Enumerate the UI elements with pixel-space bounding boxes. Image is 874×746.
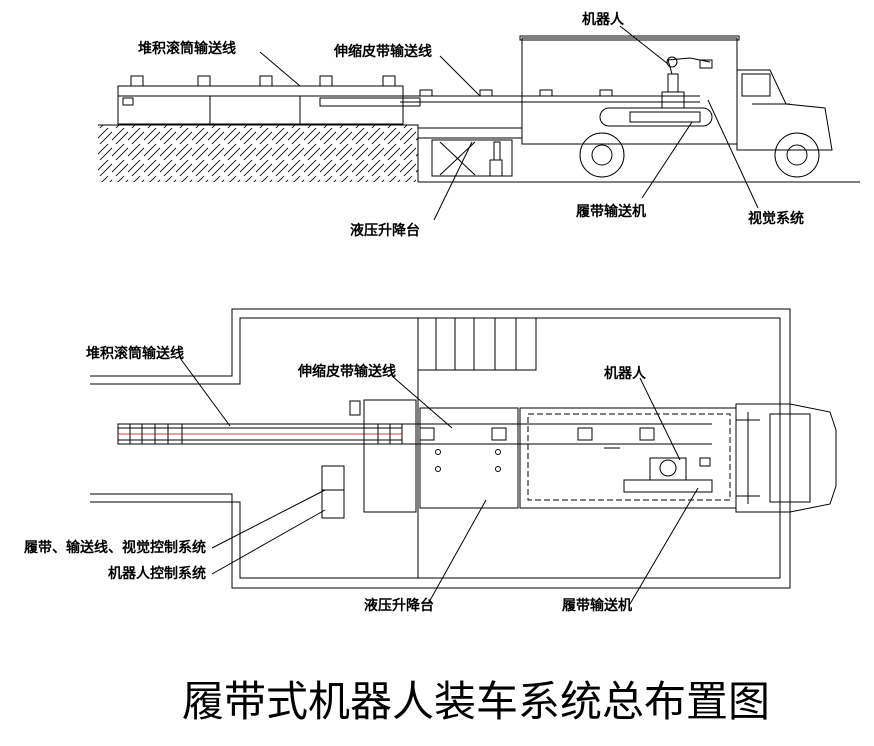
leader-belt xyxy=(439,55,481,97)
label-robot-plan: 机器人 xyxy=(604,365,647,382)
label-belt-conveyor-plan: 伸缩皮带输送线 xyxy=(297,363,396,380)
truck-plan xyxy=(519,403,837,513)
plan-view xyxy=(90,308,837,605)
label-control-system: 履带、输送线、视觉控制系统 xyxy=(24,539,206,556)
truck-side xyxy=(519,35,833,178)
leader-robot xyxy=(619,25,669,65)
leader-robot-plan xyxy=(639,377,681,461)
belt-conveyor-side xyxy=(319,89,700,107)
label-belt-conveyor-side: 伸缩皮带输送线 xyxy=(333,43,432,60)
side-view xyxy=(98,25,860,221)
label-roller-conveyor-plan: 堆积滚筒输送线 xyxy=(86,345,184,362)
stairs xyxy=(417,317,537,371)
roller-conveyor-plan xyxy=(117,423,403,445)
leader-robot-control xyxy=(211,509,326,575)
label-lift-plan: 液压升降台 xyxy=(364,597,434,614)
belt-conveyor-plan xyxy=(363,399,712,513)
leader-lift xyxy=(433,141,473,221)
leader-roller xyxy=(259,51,301,87)
dock-platform xyxy=(98,124,419,182)
roller-conveyor-side xyxy=(117,75,404,125)
label-vision-side: 视觉系统 xyxy=(748,210,804,227)
label-roller-conveyor-side: 堆积滚筒输送线 xyxy=(138,40,236,57)
leader-control xyxy=(211,489,326,549)
leader-vision xyxy=(707,99,759,209)
leader-lift-plan xyxy=(427,499,487,605)
hydraulic-lift-side xyxy=(417,127,523,177)
robot-side xyxy=(661,56,713,109)
leader-roller-plan xyxy=(179,357,231,427)
leader-crawler-plan xyxy=(629,487,699,605)
label-lift-side: 液压升降台 xyxy=(350,222,420,239)
leader-crawler xyxy=(641,121,693,199)
crawler-conveyor-side xyxy=(599,107,713,127)
control-cabinets xyxy=(321,400,361,519)
label-crawler-side: 履带输送机 xyxy=(576,203,646,220)
leader-belt-plan xyxy=(391,375,453,429)
drawing-title: 履带式机器人装车系统总布置图 xyxy=(182,677,770,726)
crawler-robot-plan xyxy=(604,447,713,493)
label-crawler-plan: 履带输送机 xyxy=(562,597,632,614)
label-robot-control-system: 机器人控制系统 xyxy=(108,565,206,582)
label-robot-side: 机器人 xyxy=(582,11,625,28)
